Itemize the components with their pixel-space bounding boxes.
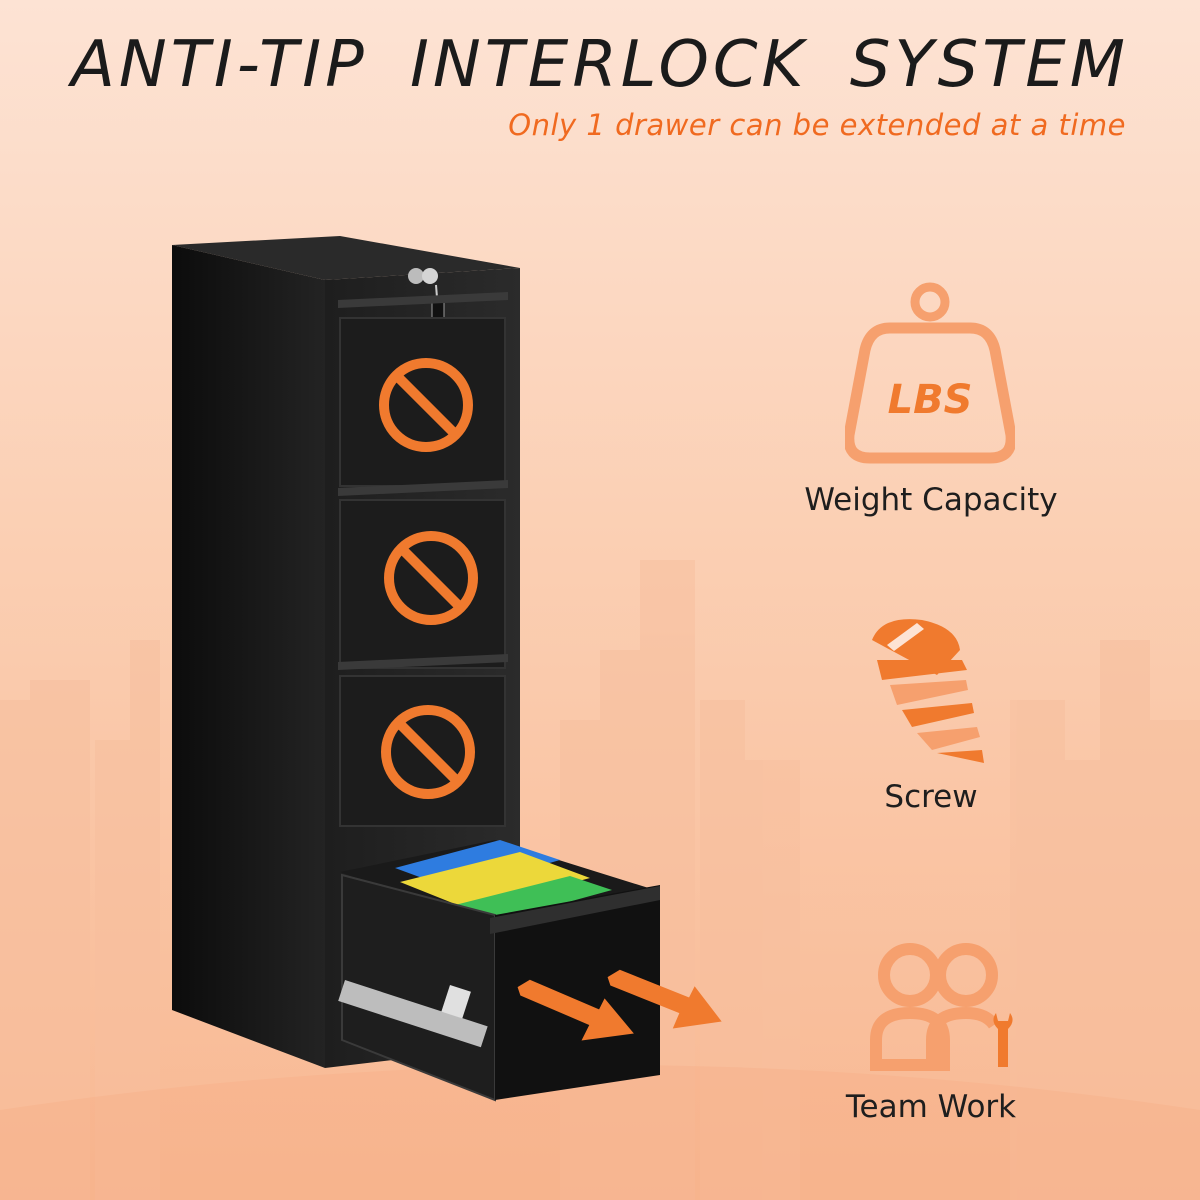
weight-icon: LBS (845, 282, 1015, 464)
feature-label-team-work: Team Work (845, 1089, 1017, 1125)
feature-label-weight-capacity: Weight Capacity (804, 482, 1058, 518)
open-drawer (338, 840, 660, 1102)
lock-icon (408, 268, 445, 336)
drawer-slide-rail (338, 979, 488, 1048)
file-folders-green (455, 876, 612, 922)
arrow-icon (517, 979, 634, 1041)
file-folders-yellow (400, 852, 590, 910)
arrow-icon (607, 969, 722, 1029)
no-entry-icon (381, 705, 475, 799)
weight-icon-text: LBS (888, 377, 973, 423)
screw-icon (872, 619, 984, 763)
cabinet-side (172, 245, 325, 1068)
no-entry-icon (384, 531, 478, 625)
team-work-icon (870, 943, 1013, 1071)
drawer-1 (338, 292, 508, 487)
wrench-icon (993, 1013, 1013, 1067)
page-title: ANTI-TIP INTERLOCK SYSTEM (71, 28, 1129, 102)
feature-label-screw: Screw (884, 779, 978, 815)
page-subtitle: Only 1 drawer can be extended at a time (508, 108, 1126, 142)
no-entry-icon (379, 358, 473, 452)
